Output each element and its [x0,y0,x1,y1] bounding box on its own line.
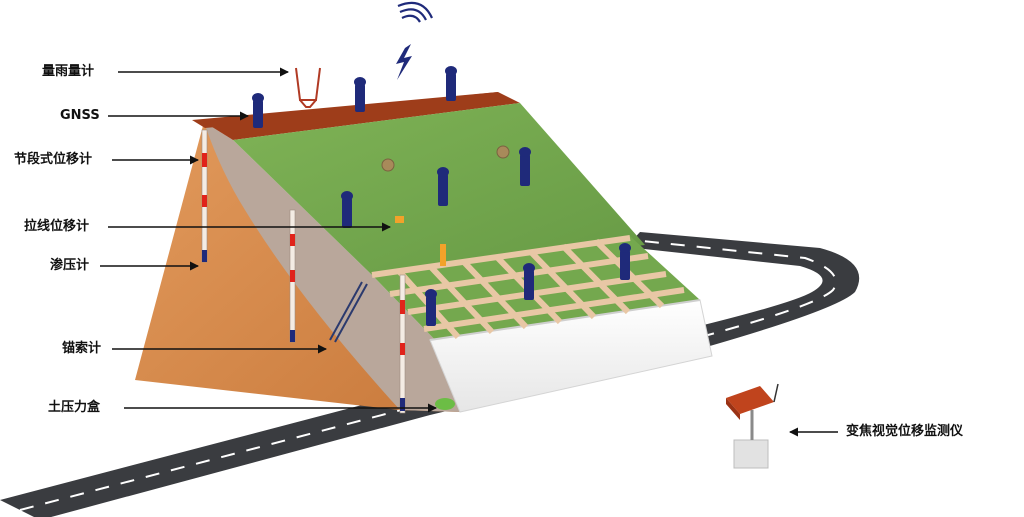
sensor-posts [252,66,631,326]
gnss-sensor [252,93,264,128]
label-wire-displacement: 拉线位移计 [24,219,90,234]
sensor-post [619,243,631,280]
label-segmented-displacement: 节段式位移计 [14,152,93,167]
sensor-post [341,191,353,228]
segmented-displacement-rod [201,129,208,263]
label-zoom-visual-monitor: 变焦视觉位移监测仪 [846,424,964,439]
rain-gauge [295,67,321,108]
yellow-sensor [440,244,446,266]
leader-arrows [100,67,838,437]
zoom-visual-monitor-device [726,383,779,469]
wire-displacement-device [395,216,404,223]
road-surface [0,232,860,517]
lattice-beam [427,263,495,335]
label-rain-gauge: 量雨量计 [42,64,95,79]
lattice-beam [389,253,649,297]
sensor-post [425,289,437,326]
lattice-beam [560,243,631,315]
lattice-beam [371,235,631,278]
earth-pressure-cell-device [435,398,455,410]
lattice-beam [460,258,529,330]
sensor-post [523,263,535,300]
crest-top [204,92,520,140]
lattice-beams [371,235,685,340]
label-piezometer: 渗压计 [50,258,90,273]
gnss-sensor [354,77,366,112]
gnss-sensor [445,66,457,101]
sensor-post [519,147,531,186]
survey-marker [496,145,510,159]
lattice-beam [527,248,597,320]
lattice-beam [423,287,685,332]
label-anchor-meter: 锚索计 [62,341,102,356]
segmented-displacement-rod [399,274,406,414]
sensor-post [437,167,449,206]
lattice-beam [407,271,667,315]
segmented-displacement-rod [289,209,296,343]
road-centerline [19,239,837,511]
label-earth-pressure-cell: 土压力盒 [48,400,101,415]
road [0,232,860,517]
wall-cap [429,299,701,341]
label-gnss: GNSS [60,108,100,123]
anchor-cable [329,281,368,343]
cut-face [204,122,460,412]
survey-marker [381,158,395,172]
wireless-signal-icon [396,1,434,80]
